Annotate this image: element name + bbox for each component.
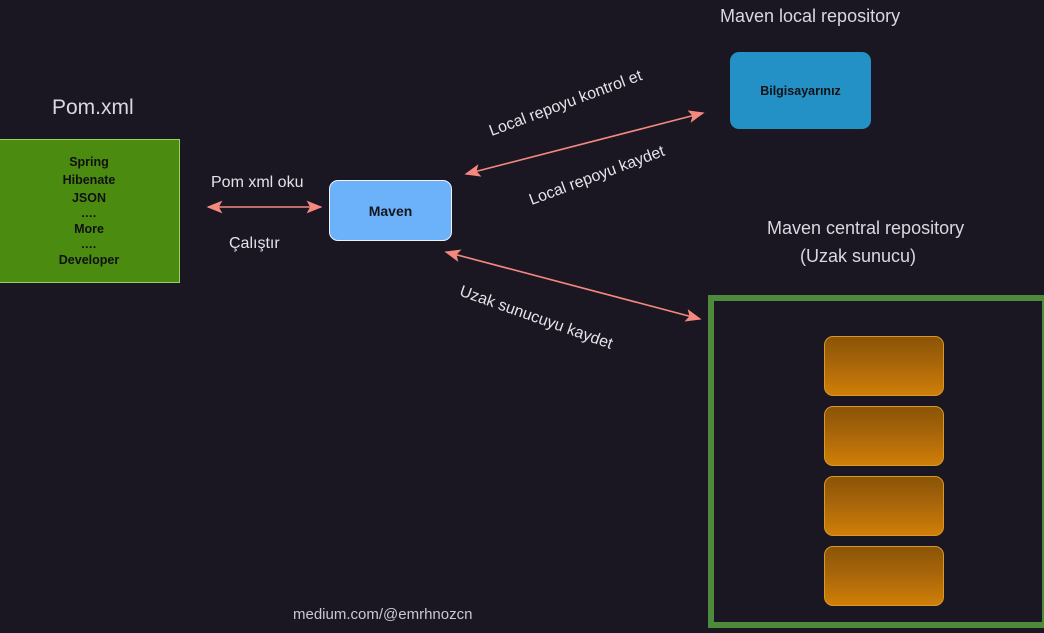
central-repository-frame: [708, 295, 1044, 628]
pom-heading: Pom.xml: [52, 96, 134, 119]
arrow-label-pom-xml-oku: Pom xml oku: [211, 174, 304, 191]
pom-item-more: More: [74, 222, 104, 237]
artifact-box[interactable]: [824, 546, 944, 606]
maven-node-label: Maven: [368, 202, 413, 219]
local-repository-node[interactable]: Bilgisayarınız: [730, 52, 871, 129]
artifact-box[interactable]: [824, 476, 944, 536]
arrow-label-local-repoyu-kaydet: Local repoyu kaydet: [527, 142, 668, 209]
central-repository-heading-line2: (Uzak sunucu): [800, 246, 917, 266]
local-repository-node-label: Bilgisayarınız: [760, 83, 841, 98]
local-repository-heading: Maven local repository: [720, 6, 901, 26]
pom-xml-box[interactable]: Spring Hibenate JSON .... More .... Deve…: [0, 139, 180, 283]
arrow-label-calistir: Çalıştır: [229, 235, 280, 252]
pom-item-json: JSON: [71, 190, 107, 205]
pom-separator-2: ....: [81, 237, 97, 252]
arrow-label-local-repoyu-kontrol-et: Local repoyu kontrol et: [487, 67, 645, 140]
artifact-box[interactable]: [824, 406, 944, 466]
pom-separator-1: ....: [81, 205, 97, 220]
watermark: medium.com/@emrhnozcn: [293, 606, 473, 623]
pom-item-spring: Spring: [69, 154, 109, 169]
pom-item-developer: Developer: [58, 253, 120, 268]
artifact-box[interactable]: [824, 336, 944, 396]
arrow-label-uzak-sunucuyu-kaydet: Uzak sunucuyu kaydet: [457, 283, 615, 353]
maven-node[interactable]: Maven: [329, 180, 452, 241]
pom-item-hibernate: Hibenate: [62, 172, 116, 187]
central-repository-heading-line1: Maven central repository: [767, 218, 965, 238]
